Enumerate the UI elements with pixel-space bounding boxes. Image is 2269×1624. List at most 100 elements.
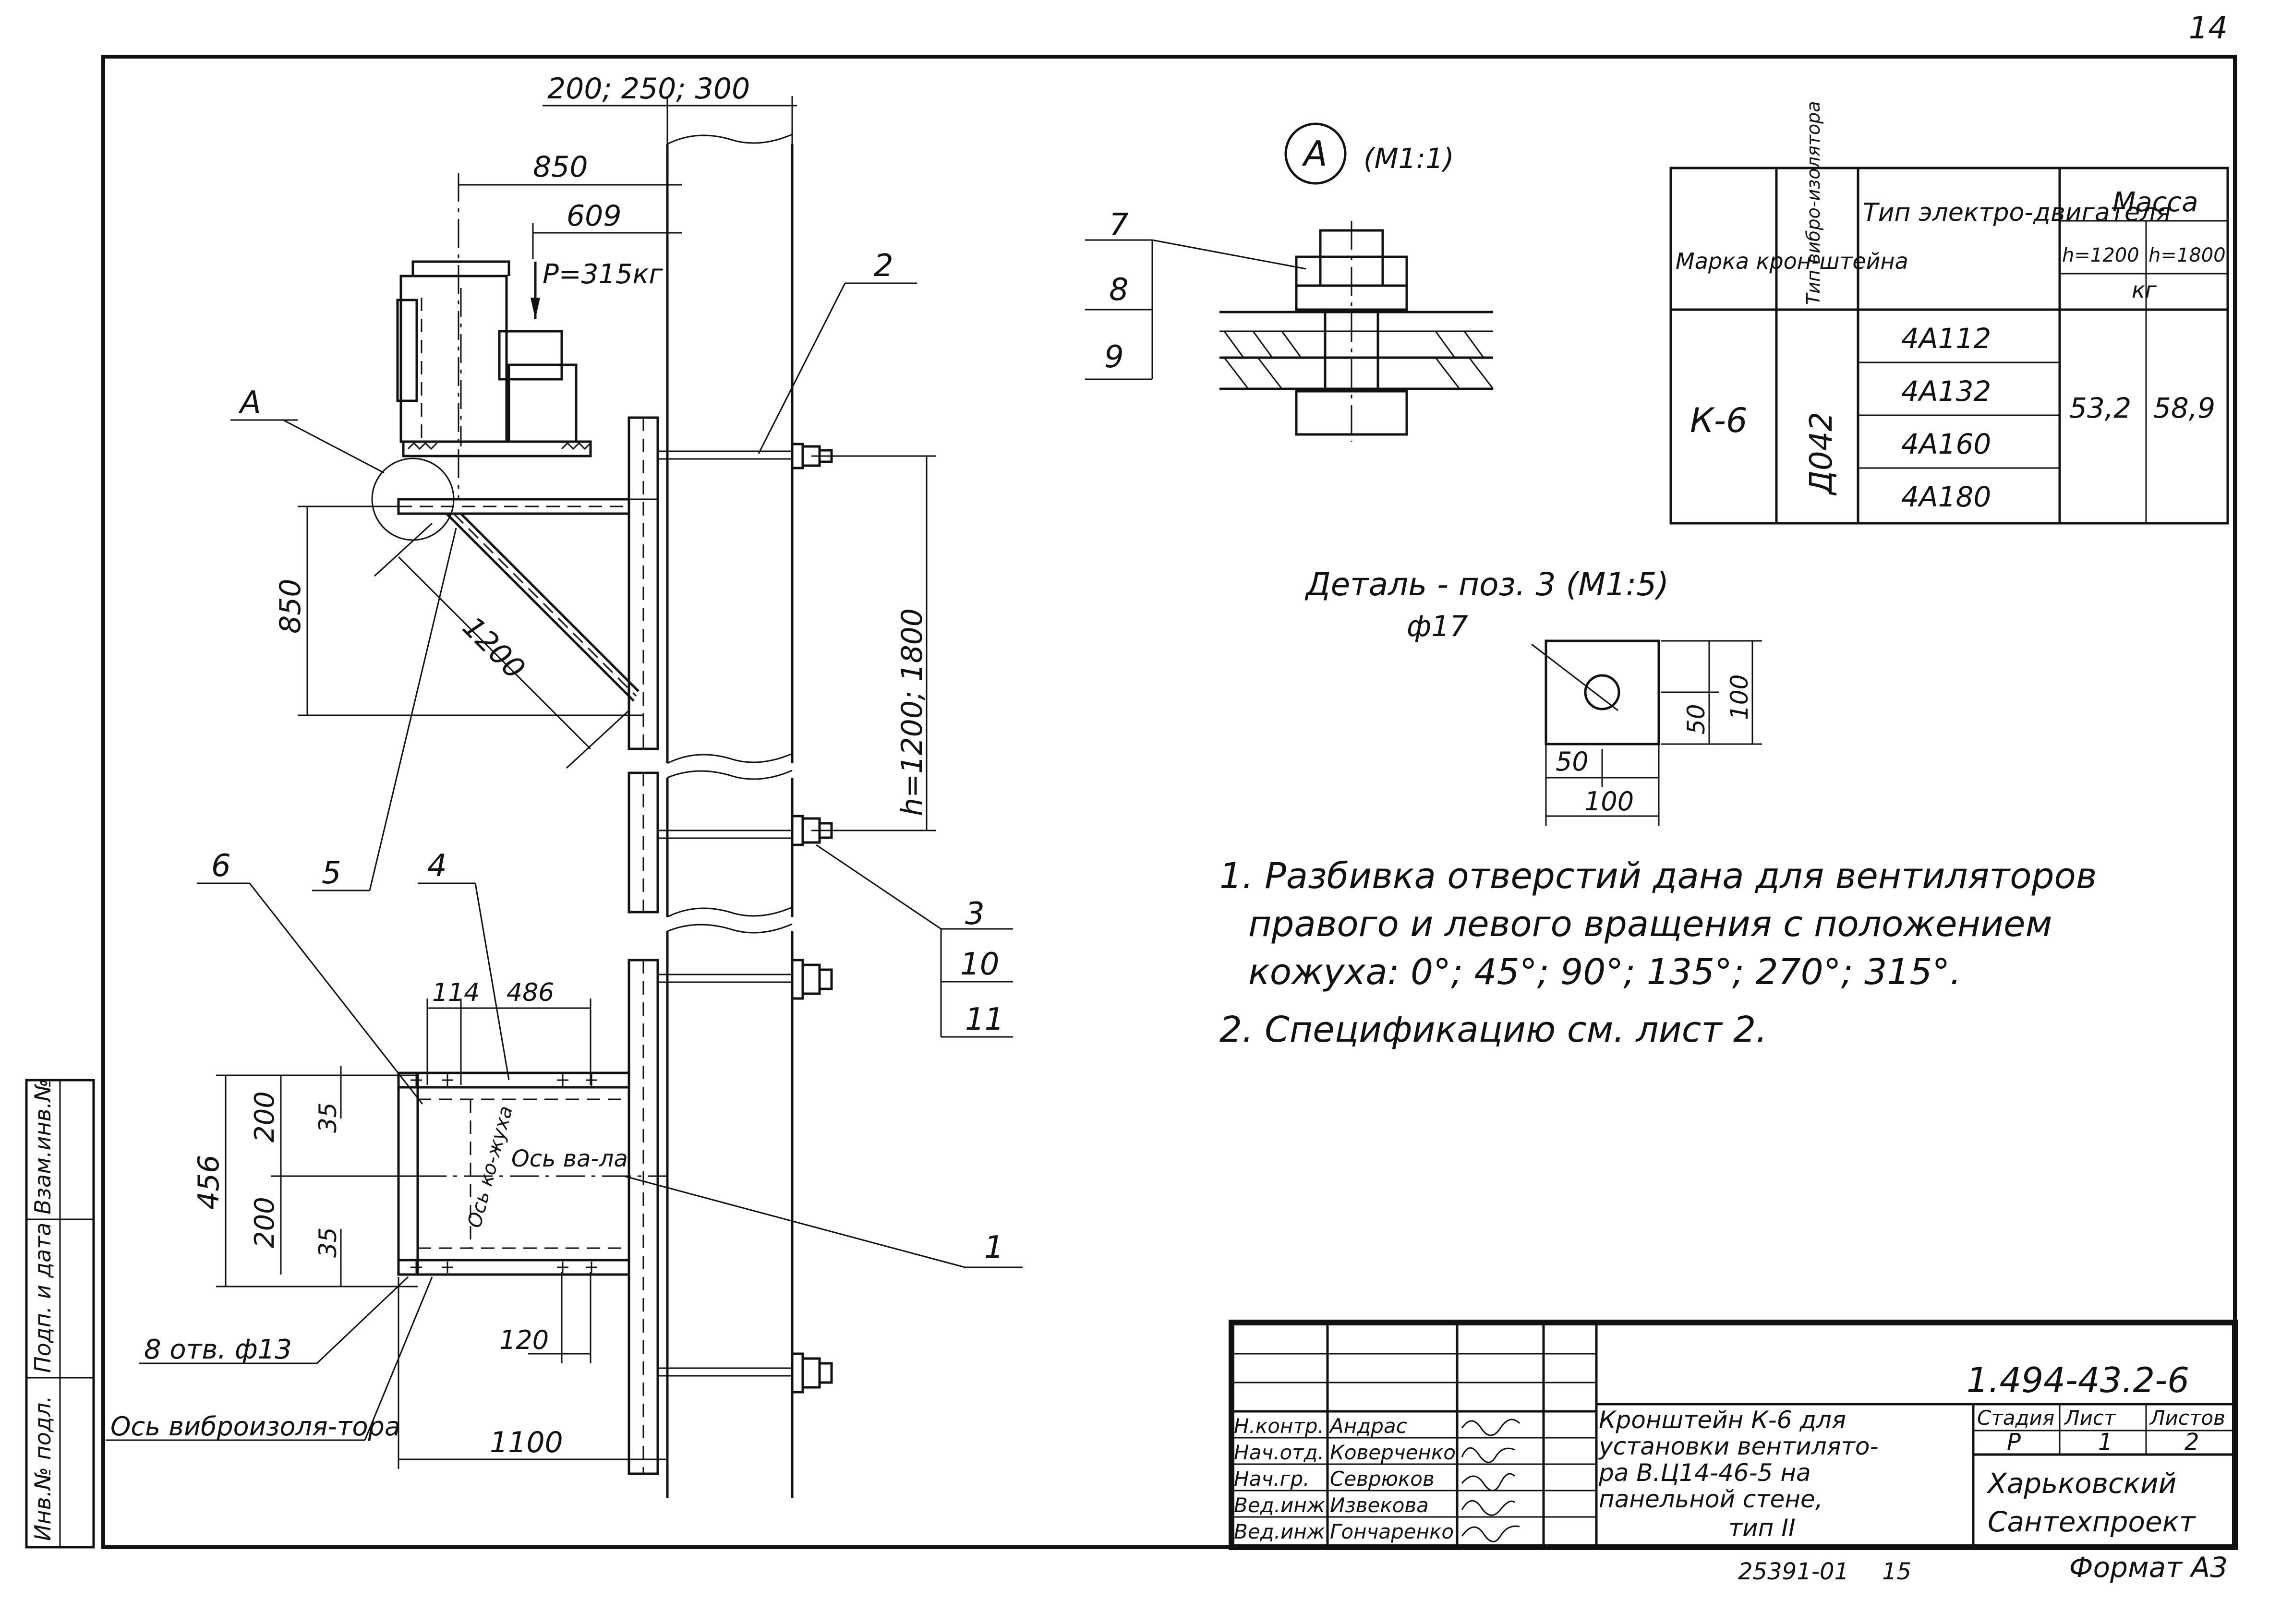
vibro-isolator-left xyxy=(407,442,438,450)
dim-top-width: 200; 250; 300 xyxy=(543,72,797,144)
detail-100h-label: 100 xyxy=(1584,786,1634,817)
detail-hole xyxy=(1584,674,1620,710)
detail-50h-label: 50 xyxy=(1556,746,1589,777)
stage-value: Р xyxy=(2007,1429,2021,1456)
name-1: Андрас xyxy=(1328,1414,1407,1438)
holes-label: 8 отв. ф13 xyxy=(144,1334,292,1365)
signature-2 xyxy=(1461,1447,1515,1463)
plan-callouts: 6 4 1 8 отв. ф13 Ось виброизоля-тора xyxy=(106,848,1023,1442)
title-block: 1.494-43.2-6 Н.контр. Нач.отд. Нач.гр. В… xyxy=(1229,1320,2238,1550)
signature-4 xyxy=(1461,1500,1516,1516)
td-mass-1200: 53,2 xyxy=(2069,392,2131,424)
title-line-1: Кронштейн К-6 для xyxy=(1599,1406,1846,1434)
plan-dimensions: 114 486 456 200 200 35 35 120 1100 xyxy=(192,978,667,1469)
td-mass-1800: 58,9 xyxy=(2153,392,2215,424)
sheet-value: 1 xyxy=(2098,1429,2113,1456)
callout-5: 5 xyxy=(312,528,457,891)
callout-1-label: 1 xyxy=(984,1230,1004,1265)
footer-page: 15 xyxy=(1882,1558,1911,1585)
sheets-value: 2 xyxy=(2185,1429,2199,1456)
section-a-circle xyxy=(1284,122,1347,185)
stage-label: Стадия xyxy=(1977,1406,2054,1430)
th-mass: Масса xyxy=(2112,187,2198,218)
sheets-label: Листов xyxy=(2149,1406,2225,1430)
callout-7-label: 7 xyxy=(1109,207,1129,243)
footer-format: Формат А3 xyxy=(2069,1551,2228,1584)
section-a: A (М1:1) 7 8 9 xyxy=(1085,122,1494,442)
callout-10-label: 10 xyxy=(960,947,999,982)
signature-3 xyxy=(1461,1473,1516,1492)
side-stamp: Инв.№ подл. Подп. и дата Взам.инв.№ xyxy=(25,1079,95,1549)
notes: 1. Разбивка отверстий дана для вентилято… xyxy=(1219,855,2097,1050)
callout-4-label: 4 xyxy=(427,848,447,884)
detail-100v-label: 100 xyxy=(1726,674,1753,720)
wall-panel xyxy=(666,133,794,1498)
role-2: Нач.отд. xyxy=(1234,1441,1324,1464)
org-line-1: Харьковский xyxy=(1986,1467,2176,1500)
name-4: Извекова xyxy=(1330,1493,1429,1517)
dim-35a-label: 35 xyxy=(314,1102,342,1133)
load-arrow: P=315кг xyxy=(531,259,663,319)
note-1-line-3: кожуха: 0°; 45°; 90°; 135°; 270°; 315°. xyxy=(1248,951,1961,993)
load-label: P=315кг xyxy=(543,259,663,290)
detail-50v-label: 50 xyxy=(1682,704,1710,734)
role-4: Вед.инж. xyxy=(1234,1493,1331,1517)
td-motor-4: 4А180 xyxy=(1901,481,1991,513)
note-2: 2. Спецификацию см. лист 2. xyxy=(1219,1009,1767,1050)
signature-1 xyxy=(1461,1419,1521,1436)
dim-35b-label: 35 xyxy=(314,1227,342,1258)
anchor-bolt-lower xyxy=(657,830,793,839)
stamp-sign-date: Подп. и дата xyxy=(30,1223,56,1373)
th-vib: Тип вибро-изолятора xyxy=(1803,101,1824,305)
section-a-scale: (М1:1) xyxy=(1364,142,1454,175)
role-5: Вед.инж. xyxy=(1234,1520,1331,1543)
page-number: 14 xyxy=(2189,11,2228,46)
name-5: Гончаренко xyxy=(1330,1520,1454,1543)
plan-crossbar xyxy=(397,1071,419,1276)
note-1-line-2: правого и левого вращения с положением xyxy=(1248,903,2052,945)
detail-title: Деталь - поз. 3 (М1:5) xyxy=(1304,566,1669,603)
td-motor-2: 4А132 xyxy=(1901,375,1991,408)
th-h1800: h=1800 xyxy=(2148,244,2226,266)
plan-holes xyxy=(410,1074,597,1273)
title-line-4: панельной стене, xyxy=(1599,1485,1823,1513)
title-line-3: ра В.Ц14-46-5 на xyxy=(1598,1459,1811,1487)
dim-609-label: 609 xyxy=(567,199,622,233)
doc-code: 1.494-43.2-6 xyxy=(1967,1360,2189,1400)
dim-120-label: 120 xyxy=(499,1325,549,1355)
th-unit: кг xyxy=(2132,277,2157,303)
signature-5 xyxy=(1461,1525,1520,1542)
td-motor-3: 4А160 xyxy=(1901,428,1991,460)
callout-11-label: 11 xyxy=(965,1002,1004,1037)
dim-1100-label: 1100 xyxy=(490,1426,563,1459)
stamp-inv-no: Инв.№ подл. xyxy=(30,1395,56,1541)
callout-3: 3 10 11 xyxy=(816,844,1013,1038)
td-brand: К-6 xyxy=(1690,401,1748,440)
stamp-replace-inv: Взам.инв.№ xyxy=(30,1079,56,1215)
motor-body xyxy=(498,330,563,381)
vibro-isolator-right xyxy=(561,442,591,450)
dim-850-side-label: 850 xyxy=(274,578,307,634)
bracket-strut xyxy=(446,513,635,702)
callout-a-label: A xyxy=(238,385,261,421)
section-a-mark: A xyxy=(1302,133,1327,174)
name-3: Севрюков xyxy=(1330,1467,1435,1491)
callout-2: 2 xyxy=(758,248,917,454)
detail-pos3: Деталь - поз. 3 (М1:5) ф17 50 100 50 100 xyxy=(1304,566,1762,826)
fan-assembly xyxy=(396,260,592,457)
dim-1200-label: 1200 xyxy=(456,610,531,686)
title-line-5: тип II xyxy=(1728,1514,1796,1542)
dim-114-label: 114 xyxy=(432,978,480,1007)
sheet-frame xyxy=(101,55,2237,1549)
bracket-side xyxy=(397,416,936,914)
dim-850-top-label: 850 xyxy=(533,150,588,184)
th-motor: Тип электро-двигателя xyxy=(1863,198,2171,227)
plan-view: Ось ва-ла Ось ко-жуха xyxy=(397,959,833,1475)
dim-h-label: h=1200; 1800 xyxy=(895,608,929,816)
footer-archive: 25391-01 xyxy=(1738,1558,1849,1585)
dim-456-label: 456 xyxy=(192,1155,226,1210)
note-1-line-1: 1. Разбивка отверстий дана для вентилято… xyxy=(1219,855,2097,897)
callout-3-label: 3 xyxy=(965,896,985,932)
callout-8-label: 8 xyxy=(1109,272,1129,308)
